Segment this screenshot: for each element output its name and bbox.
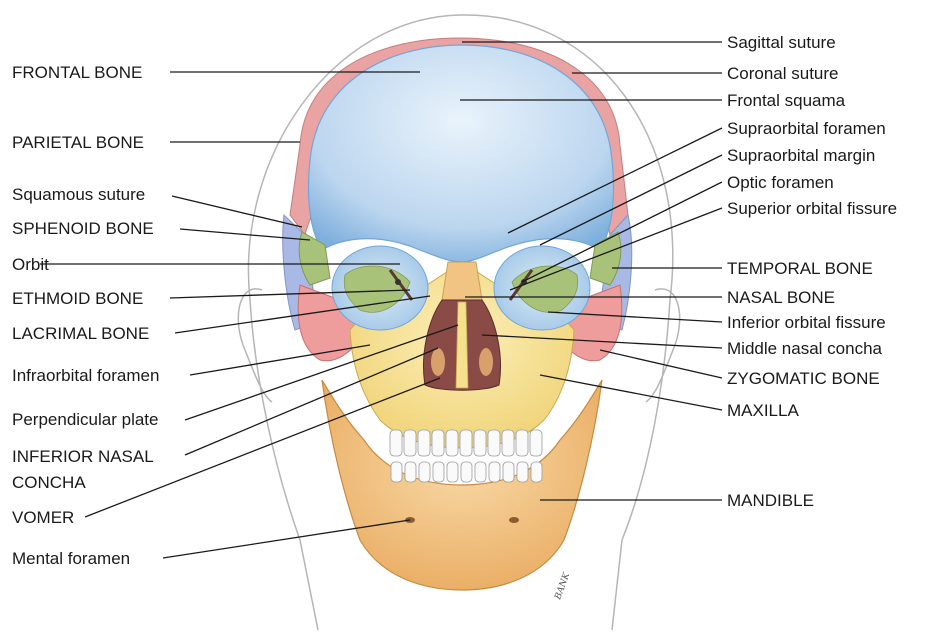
label-mandible: MANDIBLE <box>727 491 814 510</box>
label-zygomatic-bone: ZYGOMATIC BONE <box>727 369 880 388</box>
label-parietal-bone: PARIETAL BONE <box>12 133 144 152</box>
label-ethmoid-bone: ETHMOID BONE <box>12 289 143 308</box>
teeth <box>390 430 542 482</box>
upper-tooth <box>474 430 486 456</box>
lower-tooth <box>489 462 500 482</box>
label-middle-nasal-concha: Middle nasal concha <box>727 339 883 358</box>
label-coronal-suture: Coronal suture <box>727 64 839 83</box>
label-nasal-bone: NASAL BONE <box>727 288 835 307</box>
orbit-right <box>494 246 590 330</box>
inferior-nasal-concha <box>431 348 445 376</box>
label-inferior-orbital-fissure: Inferior orbital fissure <box>727 313 886 332</box>
label-sagittal-suture: Sagittal suture <box>727 33 836 52</box>
lower-tooth <box>503 462 514 482</box>
lower-tooth <box>475 462 486 482</box>
label-superior-orbital-fissure: Superior orbital fissure <box>727 199 897 218</box>
lower-tooth <box>391 462 402 482</box>
label-inferior-nasal-concha-line2: CONCHA <box>12 473 86 492</box>
label-frontal-squama: Frontal squama <box>727 91 846 110</box>
upper-tooth <box>488 430 500 456</box>
upper-tooth <box>418 430 430 456</box>
upper-tooth <box>502 430 514 456</box>
frontal-bone <box>309 45 614 262</box>
upper-tooth <box>460 430 472 456</box>
lower-tooth <box>447 462 458 482</box>
artist-signature: BANK <box>553 570 573 602</box>
upper-tooth <box>530 430 542 456</box>
upper-tooth <box>446 430 458 456</box>
orbit-left <box>332 246 428 330</box>
label-optic-foramen: Optic foramen <box>727 173 834 192</box>
upper-tooth <box>432 430 444 456</box>
nasal-bone <box>442 262 482 300</box>
label-lacrimal-bone: LACRIMAL BONE <box>12 324 149 343</box>
label-perpendicular-plate: Perpendicular plate <box>12 410 158 429</box>
upper-tooth <box>516 430 528 456</box>
label-orbit: Orbit <box>12 255 49 274</box>
label-supraorbital-margin: Supraorbital margin <box>727 146 875 165</box>
label-mental-foramen: Mental foramen <box>12 549 130 568</box>
label-vomer: VOMER <box>12 508 74 527</box>
lower-tooth <box>461 462 472 482</box>
perpendicular-plate <box>456 302 468 388</box>
upper-tooth <box>390 430 402 456</box>
upper-tooth <box>404 430 416 456</box>
label-inferior-nasal-concha-line1: INFERIOR NASAL <box>12 447 154 466</box>
label-maxilla: MAXILLA <box>727 401 799 420</box>
label-sphenoid-bone: SPHENOID BONE <box>12 219 154 238</box>
label-temporal-bone: TEMPORAL BONE <box>727 259 873 278</box>
lower-tooth <box>419 462 430 482</box>
label-frontal-bone: FRONTAL BONE <box>12 63 142 82</box>
inferior-nasal-concha-right <box>479 348 493 376</box>
lower-tooth <box>433 462 444 482</box>
lower-tooth <box>405 462 416 482</box>
lower-tooth <box>531 462 542 482</box>
label-infraorbital-foramen: Infraorbital foramen <box>12 366 159 385</box>
label-squamous-suture: Squamous suture <box>12 185 145 204</box>
lower-tooth <box>517 462 528 482</box>
label-supraorbital-foramen: Supraorbital foramen <box>727 119 886 138</box>
mental-foramen-right <box>509 517 519 523</box>
